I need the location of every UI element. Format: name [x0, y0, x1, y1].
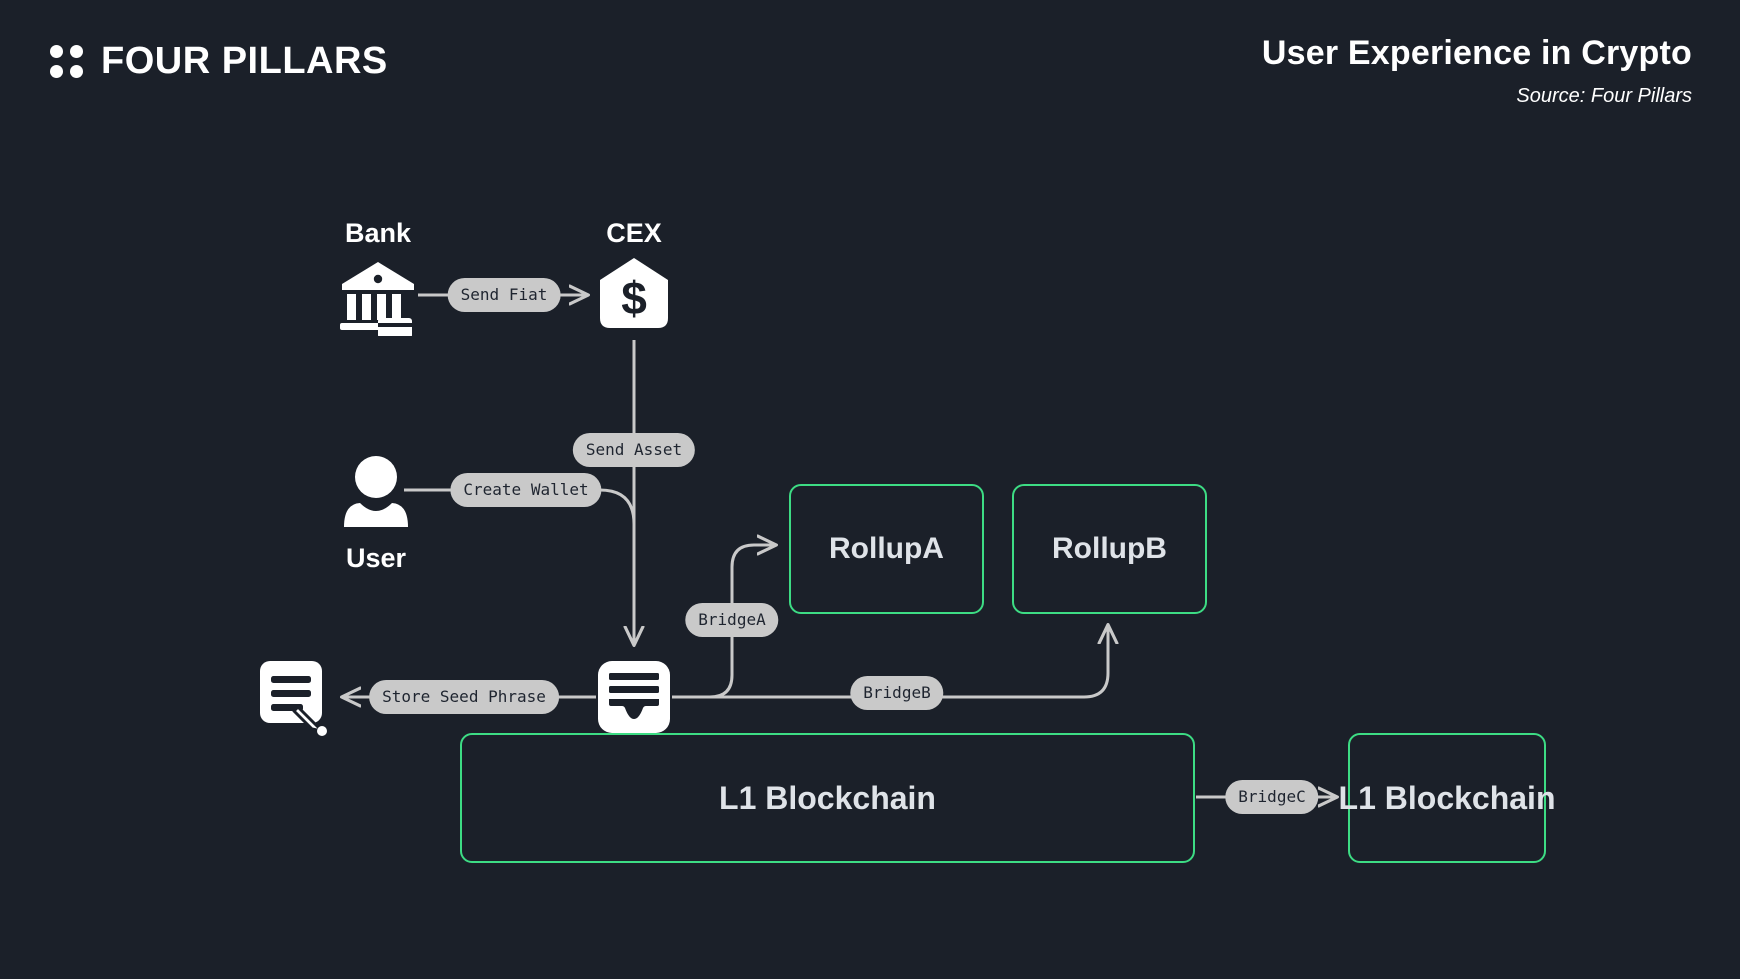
logo-dot [50, 45, 63, 58]
edge-label-send-asset[interactable]: Send Asset [572, 433, 696, 467]
node-rollup-a[interactable]: RollupA [789, 484, 984, 614]
source-attribution: Source: Four Pillars [1516, 85, 1692, 107]
edge-wallet-to-rollupb [672, 625, 1108, 699]
seed-phrase-note-icon [258, 659, 338, 746]
user-icon [342, 455, 410, 532]
header-title-block: User Experience in Crypto Source: Four P… [1262, 34, 1692, 108]
edge-label-bridge-a[interactable]: BridgeA [685, 603, 779, 637]
logo-dot [70, 65, 83, 78]
node-bank-label: Bank [344, 218, 412, 248]
node-user-label: User [345, 543, 407, 573]
logo-dot [70, 45, 83, 58]
node-l1-blockchain-right-label: L1 Blockchain [1338, 779, 1556, 816]
node-wallet[interactable] [596, 659, 672, 735]
node-l1-blockchain-main[interactable]: L1 Blockchain [460, 733, 1195, 863]
bank-icon [338, 256, 418, 341]
node-cex-label: CEX [606, 218, 662, 248]
cex-dollar-icon: $ [598, 256, 670, 337]
edge-label-create-wallet[interactable]: Create Wallet [450, 473, 602, 507]
node-l1-blockchain-right[interactable]: L1 Blockchain [1339, 733, 1555, 863]
edge-label-bridge-c[interactable]: BridgeC [1225, 780, 1319, 814]
svg-text:$: $ [621, 272, 647, 324]
node-rollup-b[interactable]: RollupB [1012, 484, 1207, 614]
node-cex[interactable]: CEX $ [594, 218, 674, 342]
wallet-icon [596, 659, 672, 740]
four-dots-logo-icon [50, 45, 83, 78]
node-rollup-a-label: RollupA [829, 532, 944, 565]
brand-logo: FOUR PILLARS [50, 40, 388, 83]
logo-dot [50, 65, 63, 78]
node-user[interactable]: User [338, 455, 414, 585]
brand-name: FOUR PILLARS [101, 40, 388, 82]
edge-label-bridge-b[interactable]: BridgeB [850, 676, 944, 710]
page-header: FOUR PILLARS User Experience in Crypto S… [0, 0, 1740, 140]
node-rollup-b-label: RollupB [1052, 532, 1167, 565]
node-bank[interactable]: Bank [338, 218, 418, 342]
page-title: User Experience in Crypto [1261, 34, 1692, 72]
edge-label-send-fiat[interactable]: Send Fiat [447, 278, 561, 312]
edge-label-store-seed-phrase[interactable]: Store Seed Phrase [369, 680, 559, 714]
node-l1-blockchain-main-label: L1 Blockchain [719, 779, 936, 816]
node-seed-phrase[interactable] [258, 659, 338, 741]
